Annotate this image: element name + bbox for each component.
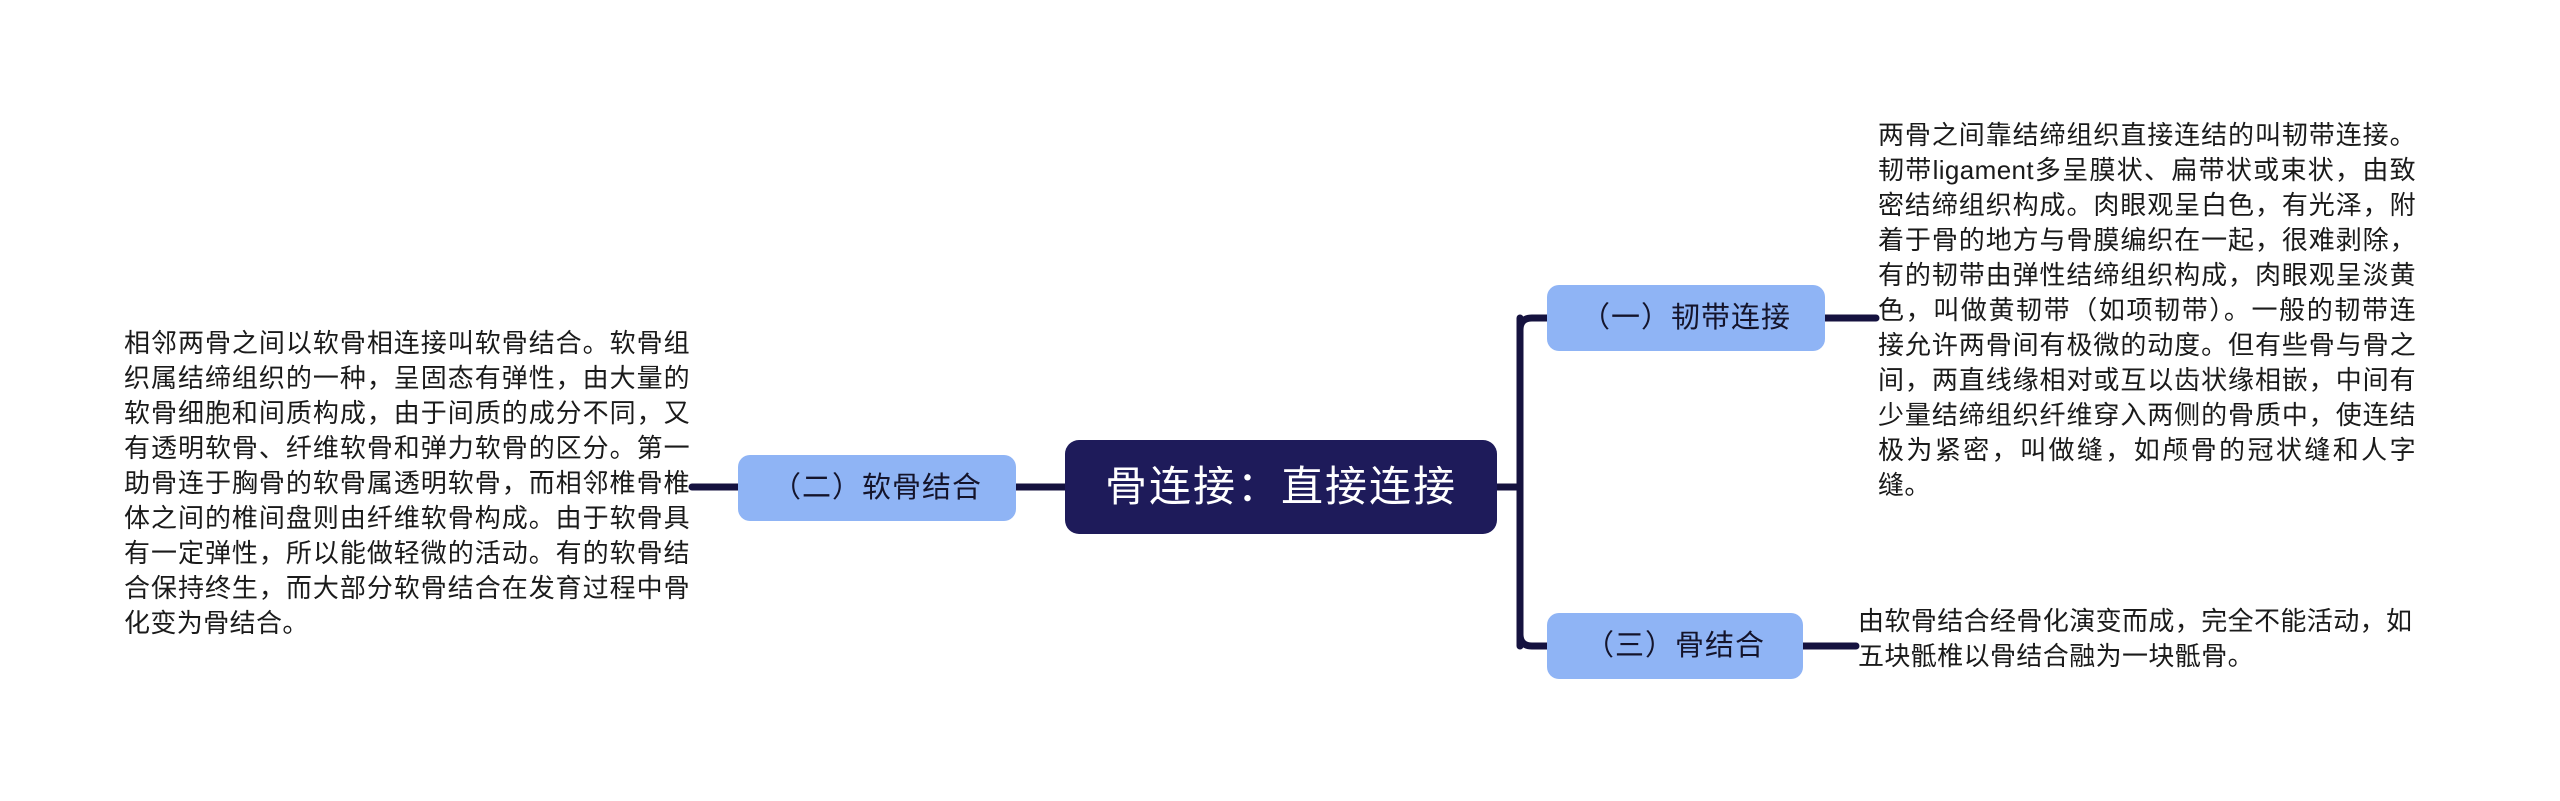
connector-to-ligament <box>1516 314 1551 334</box>
detail-text-ligament: 两骨之间靠结缔组织直接连结的叫韧带连接。韧带ligament多呈膜状、扁带状或束… <box>1878 120 2416 500</box>
branch-node-ligament[interactable]: （一）韧带连接 <box>1547 285 1825 351</box>
branch-node-ligament-label: （一）韧带连接 <box>1580 301 1791 334</box>
branch-node-synostosis[interactable]: （三）骨结合 <box>1547 613 1803 679</box>
branch-node-cartilage[interactable]: （二）软骨结合 <box>738 455 1016 521</box>
detail-text-synostosis: 由软骨结合经骨化演变而成，完全不能活动，如五块骶椎以骨结合融为一块骶骨。 <box>1858 606 2413 671</box>
detail-text-cartilage: 相邻两骨之间以软骨相连接叫软骨结合。软骨组织属结缔组织的一种，呈固态有弹性，由大… <box>124 328 690 638</box>
branch-node-synostosis-label: （三）骨结合 <box>1584 629 1765 662</box>
connector-to-synostosis <box>1516 630 1551 650</box>
branch-node-cartilage-label: （二）软骨结合 <box>771 471 982 504</box>
central-node[interactable]: 骨连接：直接连接 <box>1065 440 1497 534</box>
central-node-label: 骨连接：直接连接 <box>1104 463 1457 510</box>
